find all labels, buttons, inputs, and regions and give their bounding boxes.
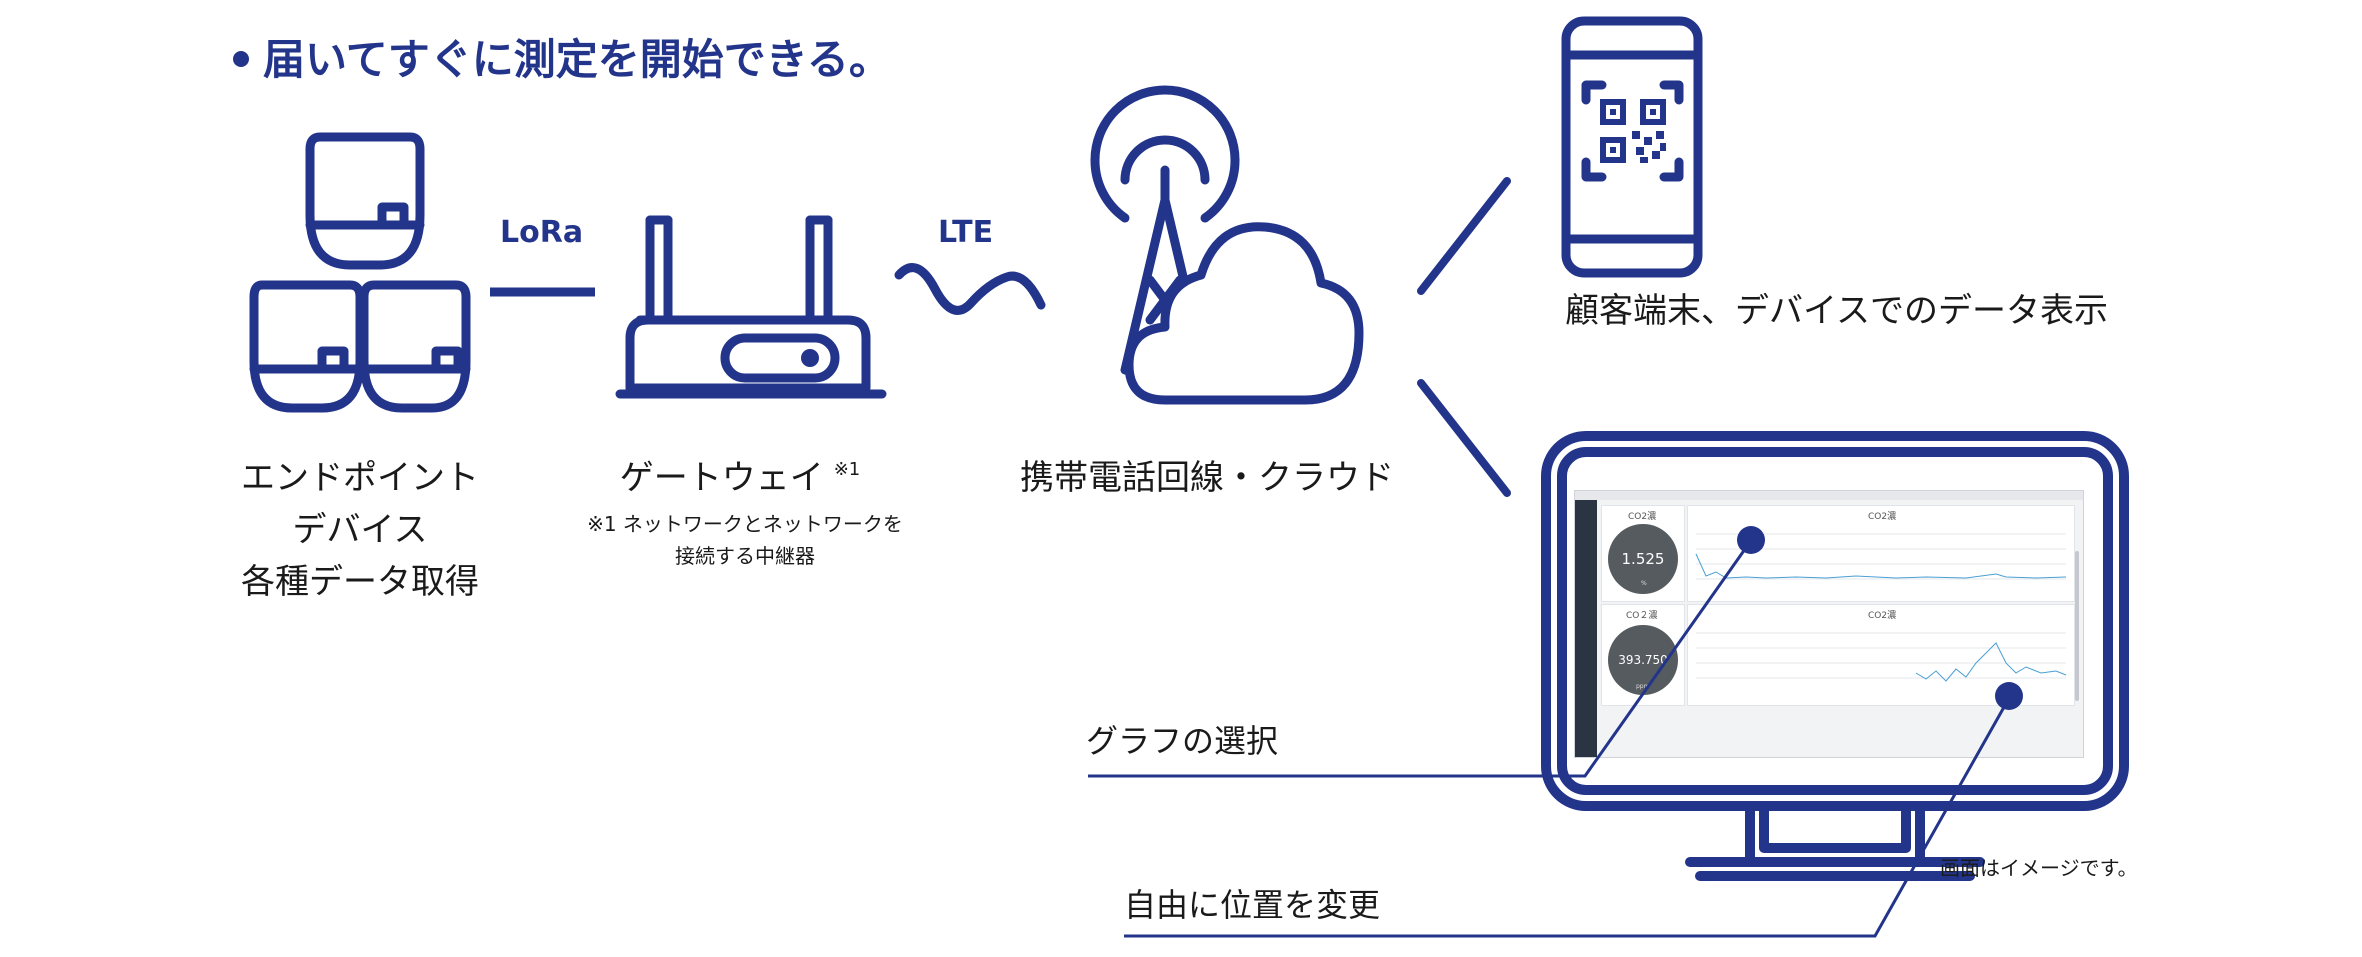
browser-address-bar	[1575, 491, 2083, 500]
chart-scrollbar[interactable]	[2075, 551, 2079, 701]
endpoint-caption-line3: 各種データ取得	[241, 562, 479, 602]
cloud-caption: 携帯電話回線・クラウド	[1020, 458, 1394, 498]
endpoint-caption-line2: デバイス	[292, 510, 428, 550]
dashboard-screen: CO2濃 1.525 % CO2濃 CO２濃 393.750 ppm CO2濃	[1574, 490, 2084, 758]
graph-select-label: グラフの選択	[1086, 722, 1279, 760]
screen-image-note: 画面はイメージです。	[1940, 856, 2138, 880]
lora-link-line	[490, 287, 595, 297]
headline-text: 届いてすぐに測定を開始できる。	[263, 35, 891, 84]
endpoint-device-icon	[249, 132, 471, 413]
chart-panel-2-title: CO2濃	[1868, 611, 1897, 621]
gateway-footnote-line1: ※1 ネットワークとネットワークを	[587, 512, 903, 536]
bullet-dot	[233, 50, 249, 67]
gateway-router-icon	[615, 215, 887, 399]
gauge-panel-1[interactable]: CO2濃 1.525 %	[1601, 505, 1685, 602]
chart-2-plot	[1696, 632, 2067, 682]
wave-icon	[894, 263, 1046, 315]
monitor-icon	[1541, 431, 2129, 881]
gauge-panel-2-title: CO２濃	[1626, 611, 1658, 621]
lora-label: LoRa	[500, 215, 584, 250]
branch-lines	[1417, 177, 1511, 497]
gateway-caption: ゲートウェイ ※1	[590, 452, 890, 510]
gateway-footnote: ※1 ネットワークとネットワークを 接続する中継器	[580, 508, 910, 572]
gauge-2-value: 393.750	[1618, 653, 1668, 667]
gauge-1-unit: %	[1641, 580, 1647, 587]
gateway-footnote-line2: 接続する中継器	[675, 544, 815, 568]
gauge-panel-1-title: CO2濃	[1628, 512, 1657, 522]
smartphone-qr-icon	[1561, 16, 1703, 278]
gauge-panel-2[interactable]: CO２濃 393.750 ppm	[1601, 604, 1685, 706]
reposition-label: 自由に位置を変更	[1124, 886, 1381, 924]
headline: 届いてすぐに測定を開始できる。	[233, 26, 891, 87]
endpoint-caption-line1: エンドポイント	[241, 458, 479, 498]
gauge-2-unit: ppm	[1636, 683, 1650, 690]
lte-label: LTE	[938, 215, 994, 250]
gateway-caption-text: ゲートウェイ	[619, 458, 824, 498]
endpoint-caption: エンドポイント デバイス 各種データ取得	[230, 452, 490, 608]
callout-lines	[1088, 526, 2023, 938]
cloud-icon	[1124, 222, 1364, 405]
gateway-footnote-mark: ※1	[833, 459, 861, 480]
gauge-1: 1.525	[1608, 524, 1678, 594]
gauge-1-value: 1.525	[1621, 550, 1665, 568]
smartphone-caption: 顧客端末、デバイスでのデータ表示	[1565, 291, 2108, 331]
dashboard-sidebar[interactable]	[1575, 500, 1597, 757]
chart-panel-1-title: CO2濃	[1868, 512, 1897, 522]
